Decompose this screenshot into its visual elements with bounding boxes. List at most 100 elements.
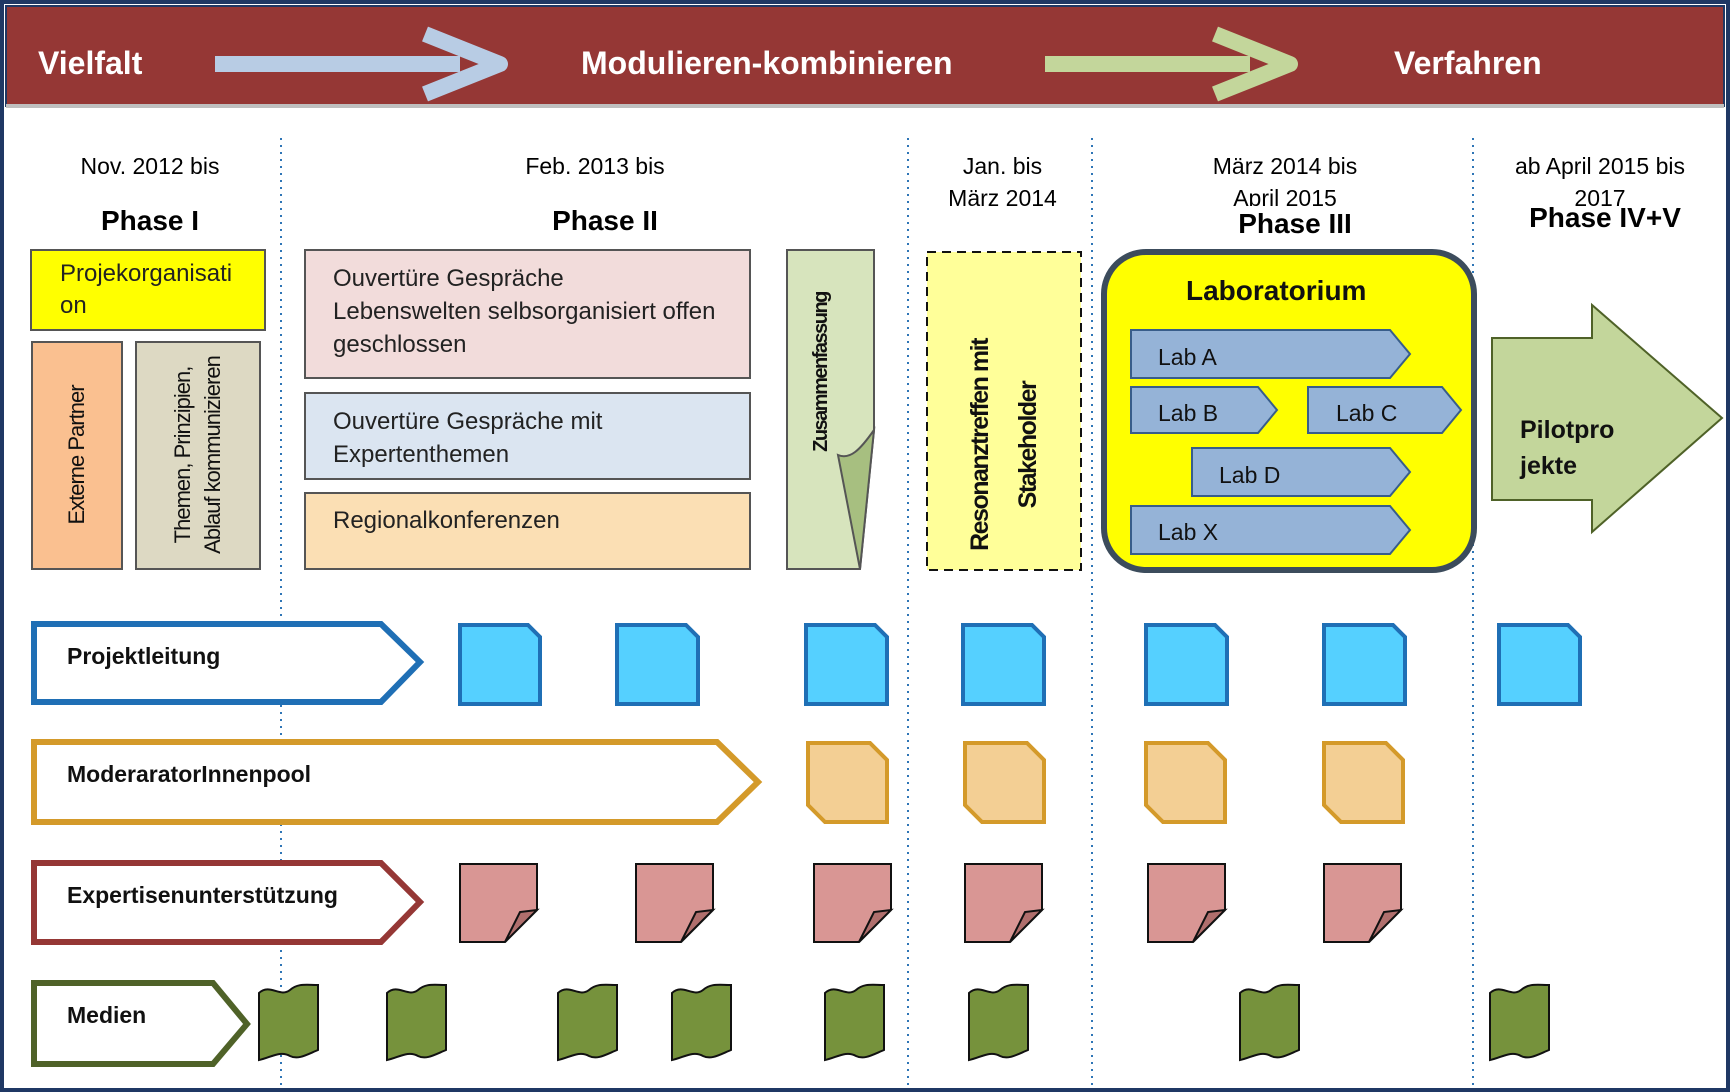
phase45-date-line2: 2017 — [1574, 185, 1626, 208]
doc-orange — [1144, 741, 1227, 824]
doc-orange — [1322, 741, 1405, 824]
stage-modulieren: Modulieren-kombinieren — [581, 45, 953, 81]
themes-line1: Themen, Prinzipien, — [170, 366, 195, 544]
phase2-title: Phase II — [552, 205, 658, 236]
phase-resonance-date-line2: März 2014 — [948, 185, 1057, 211]
partner-text: Externe Partner — [64, 385, 89, 525]
stage-verfahren: Verfahren — [1394, 45, 1542, 81]
ouverture-1-line2: Lebenswelten selbsorganisiert offen — [333, 298, 716, 325]
lane-arrow-projektleitung — [31, 621, 425, 705]
media-tape — [824, 983, 885, 1062]
doc-blue — [1144, 623, 1229, 706]
phase3-date: März 2014 bis April 2015 — [1170, 150, 1400, 206]
media-tape — [1489, 983, 1550, 1062]
doc-orange — [963, 741, 1046, 824]
ouverture-box-1 — [304, 249, 751, 379]
regional-text: Regionalkonferenzen — [333, 507, 560, 534]
lane-label-expertise: Expertisenunterstützung — [67, 882, 338, 908]
lab-d-label: Lab D — [1219, 462, 1281, 488]
header-arrow-green — [1045, 26, 1298, 102]
doc-pink — [1147, 863, 1228, 943]
doc-pink — [635, 863, 716, 943]
media-tape — [557, 983, 618, 1062]
phase2-date: Feb. 2013 bis — [525, 153, 665, 179]
lab-b-tag — [1130, 386, 1279, 434]
phase-resonance-date: Jan. bis März 2014 — [915, 150, 1090, 214]
stage-vielfalt: Vielfalt — [38, 45, 143, 81]
themes-line2: Ablauf kommunizieren — [200, 356, 225, 554]
lane-label-projektleitung: Projektleitung — [67, 643, 221, 669]
phase45-title: Phase IV+V — [1529, 202, 1681, 233]
ouverture-2-line1: Ouvertüre Gespräche mit — [333, 408, 603, 435]
lab-b-label: Lab B — [1158, 400, 1219, 426]
doc-blue — [1322, 623, 1407, 706]
lab-x-label: Lab X — [1158, 519, 1219, 545]
doc-pink — [1323, 863, 1404, 943]
resonance-text: Resonanztreffen mit Stakeholder — [956, 305, 1052, 585]
expertise-docs — [459, 863, 1404, 943]
lane-arrow-moderatoren — [31, 739, 763, 825]
laboratory-title: Laboratorium — [1186, 275, 1367, 306]
phase45-date-line1: ab April 2015 bis — [1514, 153, 1686, 179]
doc-pink — [813, 863, 894, 943]
media-tape — [1239, 983, 1300, 1062]
media-tape — [968, 983, 1029, 1062]
ouverture-1-line3: geschlossen — [333, 331, 467, 358]
ouverture-1-line1: Ouvertüre Gespräche — [333, 265, 564, 292]
organisation-line1: Projekorganisati — [60, 260, 233, 287]
pilot-text: Pilotpro jekte — [1520, 412, 1614, 484]
doc-blue — [458, 623, 542, 706]
phase3-date-line1: März 2014 bis — [1212, 153, 1358, 179]
pilot-arrow — [1491, 302, 1724, 535]
phase1-title: Phase I — [100, 205, 200, 236]
phase1-date: Nov. 2012 bis — [80, 153, 220, 179]
regional-box — [304, 492, 751, 570]
partner-box — [31, 341, 123, 570]
pilot-line2: jekte — [1520, 452, 1577, 480]
doc-blue — [961, 623, 1046, 706]
lane-arrow-expertise — [31, 860, 425, 945]
ouverture-1-text: Ouvertüre Gespräche Lebenswelten selbsor… — [307, 252, 748, 371]
organisation-line2: on — [60, 292, 87, 319]
lab-a-tag — [1130, 329, 1412, 379]
resonance-box — [926, 251, 1082, 571]
phase3-title: Phase III — [1238, 208, 1352, 239]
lane-label-medien: Medien — [67, 1002, 147, 1028]
lane-arrow-medien — [31, 980, 251, 1067]
organisation-box — [30, 249, 266, 331]
phase-resonance-date-line1: Jan. bis — [962, 153, 1043, 179]
lab-a-label: Lab A — [1158, 344, 1217, 370]
doc-blue — [615, 623, 700, 706]
projektleitung-docs — [458, 623, 1582, 706]
lab-tags — [1130, 329, 1463, 555]
ouverture-2-text: Ouvertüre Gespräche mit Expertenthemen — [307, 395, 748, 481]
doc-blue — [1497, 623, 1582, 706]
doc-blue — [804, 623, 889, 706]
resonance-line1: Resonanztreffen mit — [966, 339, 994, 551]
lab-x-tag — [1130, 505, 1412, 555]
phase3-date-line2: April 2015 — [1233, 185, 1337, 206]
lane-label-moderatoren: ModeraratorInnenpool — [67, 761, 312, 787]
media-tape — [258, 983, 319, 1062]
summary-text: Zusammenfassung — [810, 292, 832, 452]
pilot-line1: Pilotpro — [1520, 416, 1615, 444]
ouverture-box-2 — [304, 392, 751, 480]
themes-box — [135, 341, 261, 570]
header-arrow-blue — [215, 26, 508, 102]
lab-c-label: Lab C — [1336, 400, 1398, 426]
phase45-date: ab April 2015 bis 2017 — [1470, 150, 1730, 208]
themes-text: Themen, Prinzipien, Ablauf kommunizieren — [168, 348, 228, 562]
doc-orange — [806, 741, 889, 824]
moderatoren-docs — [806, 741, 1405, 824]
doc-pink — [964, 863, 1045, 943]
lab-c-tag — [1307, 386, 1463, 434]
ouverture-2-line2: Expertenthemen — [333, 441, 510, 468]
media-tape — [671, 983, 732, 1062]
organisation-text: Projekorganisati on — [32, 252, 264, 328]
medien-docs — [258, 983, 1550, 1062]
resonance-line2: Stakeholder — [1014, 381, 1042, 509]
lab-d-tag — [1191, 447, 1412, 497]
media-tape — [386, 983, 447, 1062]
